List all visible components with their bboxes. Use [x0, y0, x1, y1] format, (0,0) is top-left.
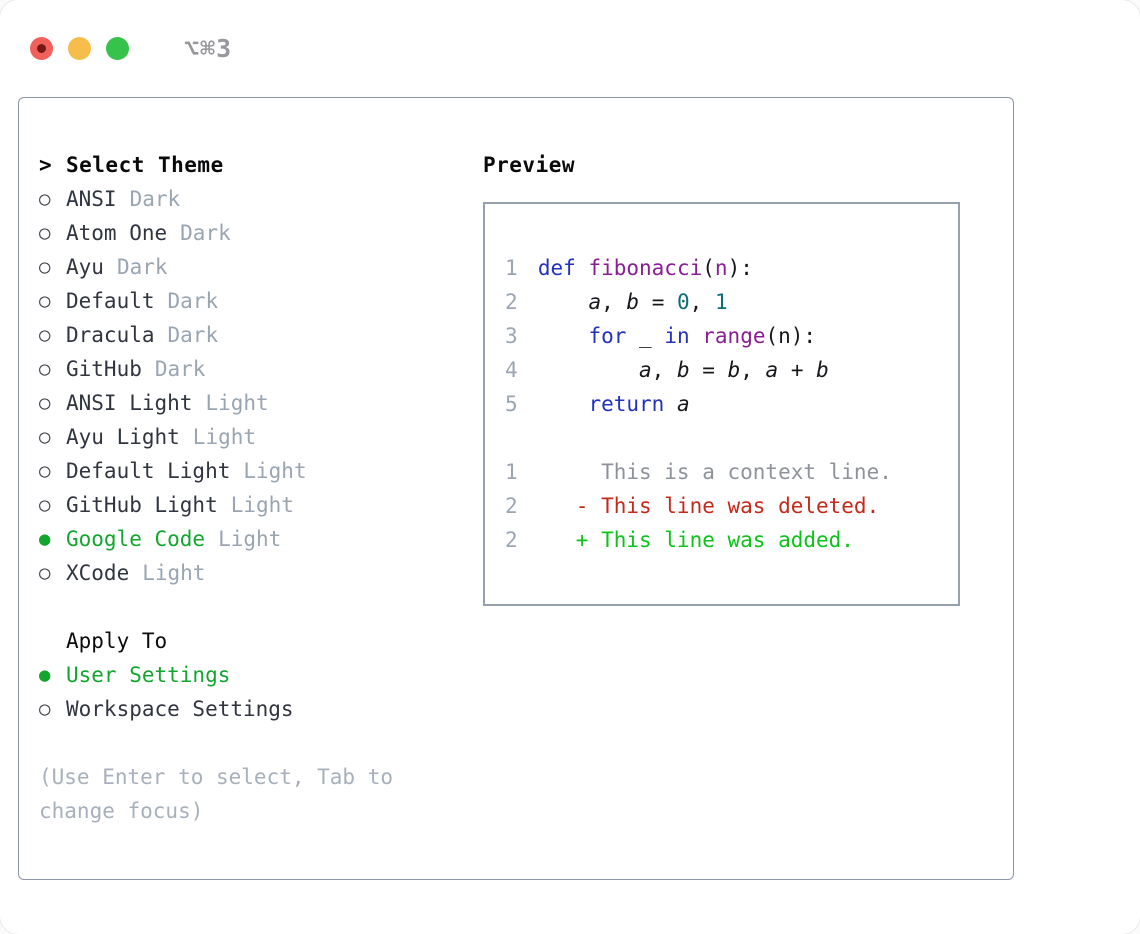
minimize-button[interactable]	[68, 37, 91, 60]
theme-option[interactable]: ○ Dracula Dark	[39, 318, 483, 352]
apply-to-header: Apply To	[39, 624, 483, 658]
apply-to-option-label: User Settings	[66, 663, 231, 687]
radio-circle-icon: ●	[39, 528, 51, 550]
theme-name: GitHub Light	[66, 493, 218, 517]
theme-name: XCode	[66, 561, 130, 585]
radio-circle-icon: ○	[39, 188, 51, 210]
window-title: ⌥⌘3	[184, 34, 233, 63]
code-content: - This line was deleted.	[537, 494, 880, 518]
radio-circle-icon: ○	[39, 494, 51, 516]
line-number: 3	[505, 324, 518, 348]
theme-variant-badge: Dark	[167, 323, 219, 347]
line-number: 5	[505, 392, 518, 416]
theme-variant-badge: Light	[243, 459, 307, 483]
code-line: 5 return a	[505, 387, 938, 421]
code-line: 3 for _ in range(n):	[505, 319, 938, 353]
code-line: 1 def fibonacci(n):	[505, 251, 938, 285]
theme-option[interactable]: ○ XCode Light	[39, 556, 483, 590]
theme-name: ANSI	[66, 187, 117, 211]
theme-name: Default	[66, 289, 155, 313]
theme-option[interactable]: ● Google Code Light	[39, 522, 483, 556]
code-line: 2 - This line was deleted.	[505, 489, 938, 523]
apply-to-title: Apply To	[66, 629, 168, 653]
titlebar: ⌥⌘3	[0, 0, 1140, 97]
theme-name: Google Code	[66, 527, 206, 551]
line-number: 2	[505, 290, 518, 314]
radio-circle-icon: ○	[39, 392, 51, 414]
radio-circle-icon: ○	[39, 358, 51, 380]
theme-option[interactable]: ○ Default Dark	[39, 284, 483, 318]
theme-option[interactable]: ○ GitHub Light Light	[39, 488, 483, 522]
radio-circle-icon: ○	[39, 222, 51, 244]
code-content: for _ in range(n):	[588, 324, 817, 348]
section-gap	[39, 590, 483, 624]
code-preview: 1 def fibonacci(n): 2 a, b = 0, 1 3 for _…	[483, 202, 960, 606]
theme-variant-badge: Light	[192, 425, 257, 449]
code-line: 1 This is a context line.	[505, 455, 938, 489]
code-line	[505, 421, 938, 455]
theme-option[interactable]: ○ ANSI Dark	[39, 182, 483, 216]
theme-variant-badge: Dark	[154, 357, 206, 381]
line-number: 2	[505, 494, 518, 518]
apply-to-list: ● User Settings ○ Workspace Settings	[39, 658, 483, 726]
theme-variant-badge: Dark	[129, 187, 181, 211]
theme-variant-badge: Light	[230, 493, 294, 517]
code-content: def fibonacci(n):	[537, 256, 753, 280]
code-line: 4 a, b = b, a + b	[505, 353, 938, 387]
theme-name: Dracula	[66, 323, 155, 347]
select-theme-title: Select Theme	[66, 153, 224, 177]
code-content: + This line was added.	[537, 528, 854, 552]
prompt-icon: >	[39, 153, 52, 177]
radio-circle-icon: ○	[39, 562, 51, 584]
theme-name: GitHub	[66, 357, 142, 381]
preview-title: Preview	[483, 153, 576, 177]
preview-column: Preview 1 def fibonacci(n): 2 a, b = 0, 1…	[483, 148, 985, 849]
theme-option[interactable]: ○ ANSI Light Light	[39, 386, 483, 420]
theme-variant-badge: Dark	[167, 289, 219, 313]
theme-option[interactable]: ○ Default Light Light	[39, 454, 483, 488]
keyboard-hint: (Use Enter to select, Tab to change focu…	[39, 765, 394, 823]
theme-name: Atom One	[66, 221, 168, 245]
code-content: return a	[588, 392, 690, 416]
theme-variant-badge: Light	[218, 527, 282, 551]
line-number: 2	[505, 528, 518, 552]
theme-name: Ayu	[66, 255, 104, 279]
code-content: a, b = 0, 1	[588, 290, 728, 314]
theme-variant-badge: Dark	[116, 255, 168, 279]
theme-option[interactable]: ○ Atom One Dark	[39, 216, 483, 250]
code-content: a, b = b, a + b	[639, 358, 829, 382]
line-number: 1	[505, 460, 518, 484]
theme-variant-badge: Light	[142, 561, 206, 585]
zoom-button[interactable]	[106, 37, 129, 60]
select-theme-header: > Select Theme	[39, 148, 483, 182]
line-number: 1	[505, 256, 518, 280]
theme-name: ANSI Light	[66, 391, 193, 415]
radio-circle-icon: ○	[39, 698, 51, 720]
theme-option[interactable]: ○ Ayu Dark	[39, 250, 483, 284]
theme-option[interactable]: ○ GitHub Dark	[39, 352, 483, 386]
theme-option[interactable]: ○ Ayu Light Light	[39, 420, 483, 454]
radio-circle-icon: ○	[39, 324, 51, 346]
theme-name: Ayu Light	[66, 425, 180, 449]
apply-to-option-label: Workspace Settings	[66, 697, 294, 721]
code-line: 2 a, b = 0, 1	[505, 285, 938, 319]
line-number: 4	[505, 358, 518, 382]
radio-circle-icon: ○	[39, 290, 51, 312]
code-line: 2 + This line was added.	[505, 523, 938, 557]
theme-variant-badge: Light	[205, 391, 269, 415]
radio-circle-icon: ○	[39, 460, 51, 482]
theme-variant-badge: Dark	[180, 221, 231, 245]
radio-circle-icon: ○	[39, 256, 51, 278]
theme-name: Default Light	[66, 459, 231, 483]
radio-circle-icon: ○	[39, 426, 51, 448]
apply-to-option[interactable]: ○ Workspace Settings	[39, 692, 483, 726]
code-content: This is a context line.	[537, 460, 892, 484]
apply-to-option[interactable]: ● User Settings	[39, 658, 483, 692]
close-button[interactable]	[30, 37, 53, 60]
radio-circle-icon: ●	[39, 664, 51, 686]
